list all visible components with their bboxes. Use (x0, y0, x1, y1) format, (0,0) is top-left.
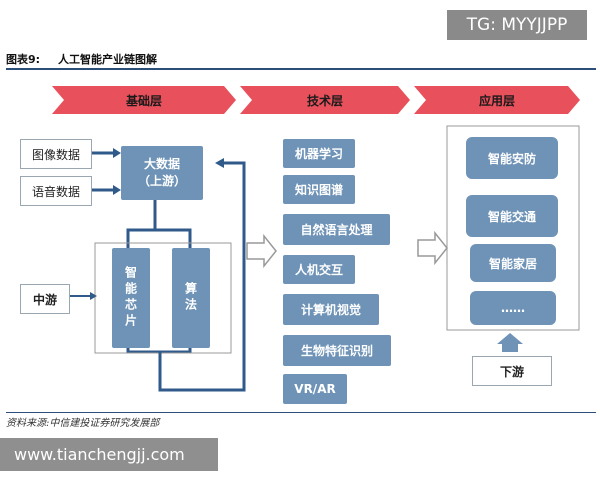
tech-item-hci: 人机交互 (283, 255, 355, 284)
figure-title: 人工智能产业链图解 (58, 53, 157, 66)
application-frame (446, 125, 580, 331)
tech-item-machine-learning: 机器学习 (283, 139, 355, 168)
app-item-more: …… (470, 291, 556, 325)
watermark-top: TG: MYYJJPP (447, 10, 587, 40)
chevron-app (414, 86, 580, 114)
hollow-arrow-2 (417, 230, 448, 266)
tech-item-nlp: 自然语言处理 (283, 214, 390, 245)
watermark-bottom: www.tianchengjj.com (0, 438, 218, 471)
midstream-outer-frame (94, 242, 232, 354)
downstream-box: 下游 (472, 356, 552, 386)
algorithm-box: 算法 (172, 248, 210, 348)
tech-item-knowledge-graph: 知识图谱 (283, 175, 355, 204)
source-note: 资料来源:中信建投证券研究发展部 (6, 412, 596, 430)
midstream-box: 中游 (20, 284, 70, 314)
app-item-smart-traffic: 智能交通 (466, 195, 558, 237)
chevron-tech (240, 86, 410, 114)
layer-label-app: 应用层 (478, 93, 515, 108)
tech-item-biometrics: 生物特征识别 (283, 335, 391, 366)
layer-label-tech: 技术层 (306, 93, 343, 108)
figure-number: 图表9: (6, 53, 41, 66)
big-data-upstream-box: 大数据 （上游） (121, 146, 203, 200)
big-data-line2: （上游） (137, 174, 186, 188)
ai-chip-label: 智能芯片 (123, 266, 138, 330)
big-data-line1: 大数据 (143, 157, 180, 171)
tech-item-computer-vision: 计算机视觉 (283, 294, 379, 325)
app-item-smart-security: 智能安防 (466, 137, 558, 179)
app-item-smart-home: 智能家居 (470, 244, 556, 282)
figure-title-bar: 图表9: 人工智能产业链图解 (6, 50, 596, 70)
chevron-base (52, 86, 236, 114)
ai-chip-box: 智能芯片 (112, 248, 150, 348)
algorithm-label: 算法 (183, 282, 198, 314)
layer-label-base: 基础层 (125, 93, 162, 108)
tech-item-vr-ar: VR/AR (283, 374, 347, 404)
hollow-arrow-1 (246, 233, 277, 269)
input-image-data: 图像数据 (20, 139, 92, 169)
input-voice-data: 语音数据 (20, 176, 92, 206)
